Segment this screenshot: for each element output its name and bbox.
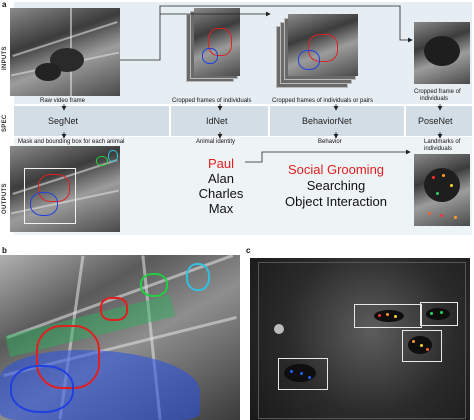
panel-label-a: a xyxy=(2,0,7,9)
pose-output-image xyxy=(414,154,470,226)
panel-c-arena-image xyxy=(250,258,470,420)
spec-divider xyxy=(268,106,270,136)
segnet-label: SegNet xyxy=(48,116,79,126)
behavior-item: Searching xyxy=(306,178,366,193)
cropped-pair-image xyxy=(288,14,358,76)
behaviornet-label: BehaviorNet xyxy=(302,116,352,126)
behavior-item: Social Grooming xyxy=(287,162,385,177)
caption-landmarks: Landmarks of xyxy=(424,139,461,145)
caption-cropped-frame: Cropped frame of xyxy=(414,89,461,95)
caption-raw-video-frame: Raw video frame xyxy=(40,98,86,104)
panel-label-c: c xyxy=(246,246,251,255)
caption-landmarks-line2: individuals xyxy=(424,146,453,152)
spec-divider xyxy=(169,106,171,136)
identity-item: Charles xyxy=(198,186,244,201)
caption-animal-identity: Animal identity xyxy=(196,139,236,145)
caption-behavior: Behavior xyxy=(318,139,342,145)
identity-item: Max xyxy=(208,201,234,216)
caption-cropped-pairs: Cropped frames of individuals or pairs xyxy=(272,98,374,104)
raw-video-frame-image xyxy=(10,8,120,96)
identity-item: Paul xyxy=(207,156,235,171)
panel-b-tracking-image xyxy=(0,255,240,420)
behavior-item: Object Interaction xyxy=(285,194,387,209)
cropped-individual-image xyxy=(194,8,240,76)
caption-cropped-frame-line2: individuals xyxy=(420,96,449,102)
panel-label-b: b xyxy=(2,246,7,255)
caption-cropped-individuals: Cropped frames of individuals xyxy=(172,98,252,104)
idnet-label: IdNet xyxy=(206,116,228,126)
behavior-list: Social Grooming Searching Object Interac… xyxy=(276,162,396,210)
posenet-label: PoseNet xyxy=(418,116,453,126)
identity-list: Paul Alan Charles Max xyxy=(186,156,256,216)
caption-mask-bbox: Mask and bounding box for each animal xyxy=(18,139,125,145)
spec-band xyxy=(14,106,472,136)
spec-divider xyxy=(404,106,406,136)
posenet-cropped-image xyxy=(414,22,470,84)
segmentation-output-image xyxy=(10,146,120,232)
identity-item: Alan xyxy=(207,171,235,186)
